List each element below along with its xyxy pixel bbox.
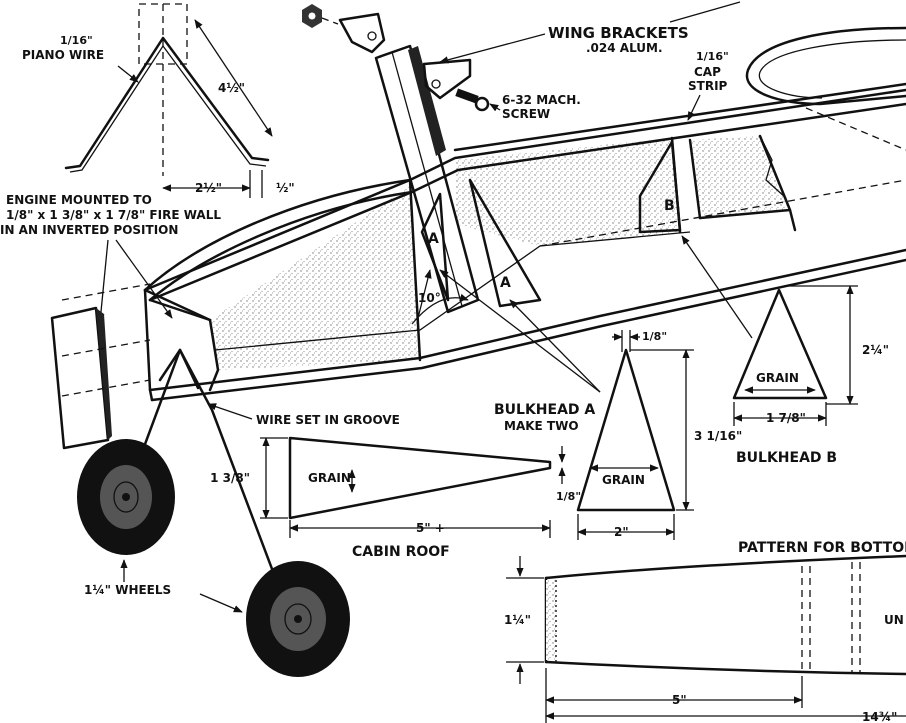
- wire-length-dimension: 4½": [218, 81, 245, 95]
- wing-bracket-strut: [374, 44, 480, 314]
- bulkhead-b-height: 2¼": [862, 343, 889, 357]
- wing-brackets-leader-2: [669, 1, 741, 23]
- bulkhead-a-part: [576, 330, 694, 540]
- cabin-roof-tip: 1/8": [556, 490, 581, 503]
- screw-label-line1: 6-32 MACH.: [502, 93, 581, 107]
- screw-label-line2: SCREW: [502, 107, 550, 121]
- cabin-roof-length: 5" +: [416, 521, 445, 535]
- bulkhead-a-letter-front: A: [428, 231, 439, 247]
- angle-arc: [411, 293, 469, 325]
- pattern-title: PATTERN FOR BOTTOM (: [738, 540, 906, 556]
- bulkhead-b-grain: GRAIN: [756, 371, 799, 385]
- wing-brackets-hardware: [302, 4, 490, 112]
- bulkhead-a-note: MAKE TWO: [504, 419, 579, 433]
- cap-strip-leader: [687, 94, 701, 121]
- engine-note-line3: IN AN INVERTED POSITION: [0, 223, 178, 237]
- bulkhead-b-base: 1 7/8": [766, 411, 806, 425]
- wheels-label: 1¼" WHEELS: [84, 583, 171, 597]
- wire-groove-leader: [207, 403, 253, 420]
- bulkhead-a-title: BULKHEAD A: [494, 402, 595, 418]
- pattern-height: 1¼": [504, 613, 531, 627]
- bulkhead-a-letter-rear: A: [500, 275, 511, 291]
- engine-leader-1: [97, 239, 109, 323]
- bottom-pattern-part: [506, 554, 906, 723]
- pattern-length: 5": [672, 693, 687, 707]
- cap-strip-line2: STRIP: [688, 79, 728, 93]
- piano-wire-size: 1/16": [60, 34, 93, 47]
- front-wheel: [77, 439, 175, 555]
- cabin-roof-title: CABIN ROOF: [352, 544, 450, 560]
- cabin-roof-part: [260, 436, 566, 538]
- rear-wheel: [246, 561, 350, 677]
- wing-brackets-leader: [439, 33, 546, 64]
- cap-strip-line1: CAP: [694, 65, 721, 79]
- wire-groove-label: WIRE SET IN GROOVE: [256, 413, 400, 427]
- bulkhead-a-grain: GRAIN: [602, 473, 645, 487]
- fuselage: [50, 82, 906, 450]
- wheels-leader-2: [199, 593, 243, 613]
- cabin-roof-height: 1 3/8": [210, 471, 250, 485]
- wing-brackets-material: .024 ALUM.: [586, 41, 663, 55]
- bulkhead-a-top: 1/8": [642, 330, 667, 343]
- bulkhead-b-title: BULKHEAD B: [736, 450, 837, 466]
- bulkhead-b-leader: [681, 235, 753, 339]
- bulkhead-b-letter: B: [664, 198, 675, 214]
- pattern-partial-label: UN: [884, 613, 904, 627]
- bulkhead-a-leader-1: [439, 269, 601, 393]
- wire-spacing-dimension: 2½": [195, 181, 222, 195]
- angle-leader: [417, 269, 432, 319]
- wire-foot-dimension: ½": [276, 181, 295, 195]
- cap-strip-size: 1/16": [696, 50, 729, 63]
- wing-outline: [745, 26, 906, 106]
- bulkhead-a-height: 3 1/16": [694, 429, 742, 443]
- wing-brackets-label: WING BRACKETS: [548, 24, 689, 42]
- engine-leader-2: [115, 239, 173, 319]
- bulkhead-b-part: [732, 285, 858, 426]
- pattern-total-length: 14¾": [862, 710, 897, 723]
- engine-note-line1: ENGINE MOUNTED TO: [6, 193, 152, 207]
- piano-wire-label: PIANO WIRE: [22, 48, 104, 62]
- engine-note-line2: 1/8" x 1 3/8" x 1 7/8" FIRE WALL: [6, 208, 221, 222]
- screw-leader: [489, 103, 501, 112]
- bulkhead-a-leader-2: [509, 299, 601, 393]
- piano-wire-figure: [64, 3, 273, 198]
- bulkhead-a-base: 2": [614, 525, 629, 539]
- cabin-roof-grain: GRAIN: [308, 471, 351, 485]
